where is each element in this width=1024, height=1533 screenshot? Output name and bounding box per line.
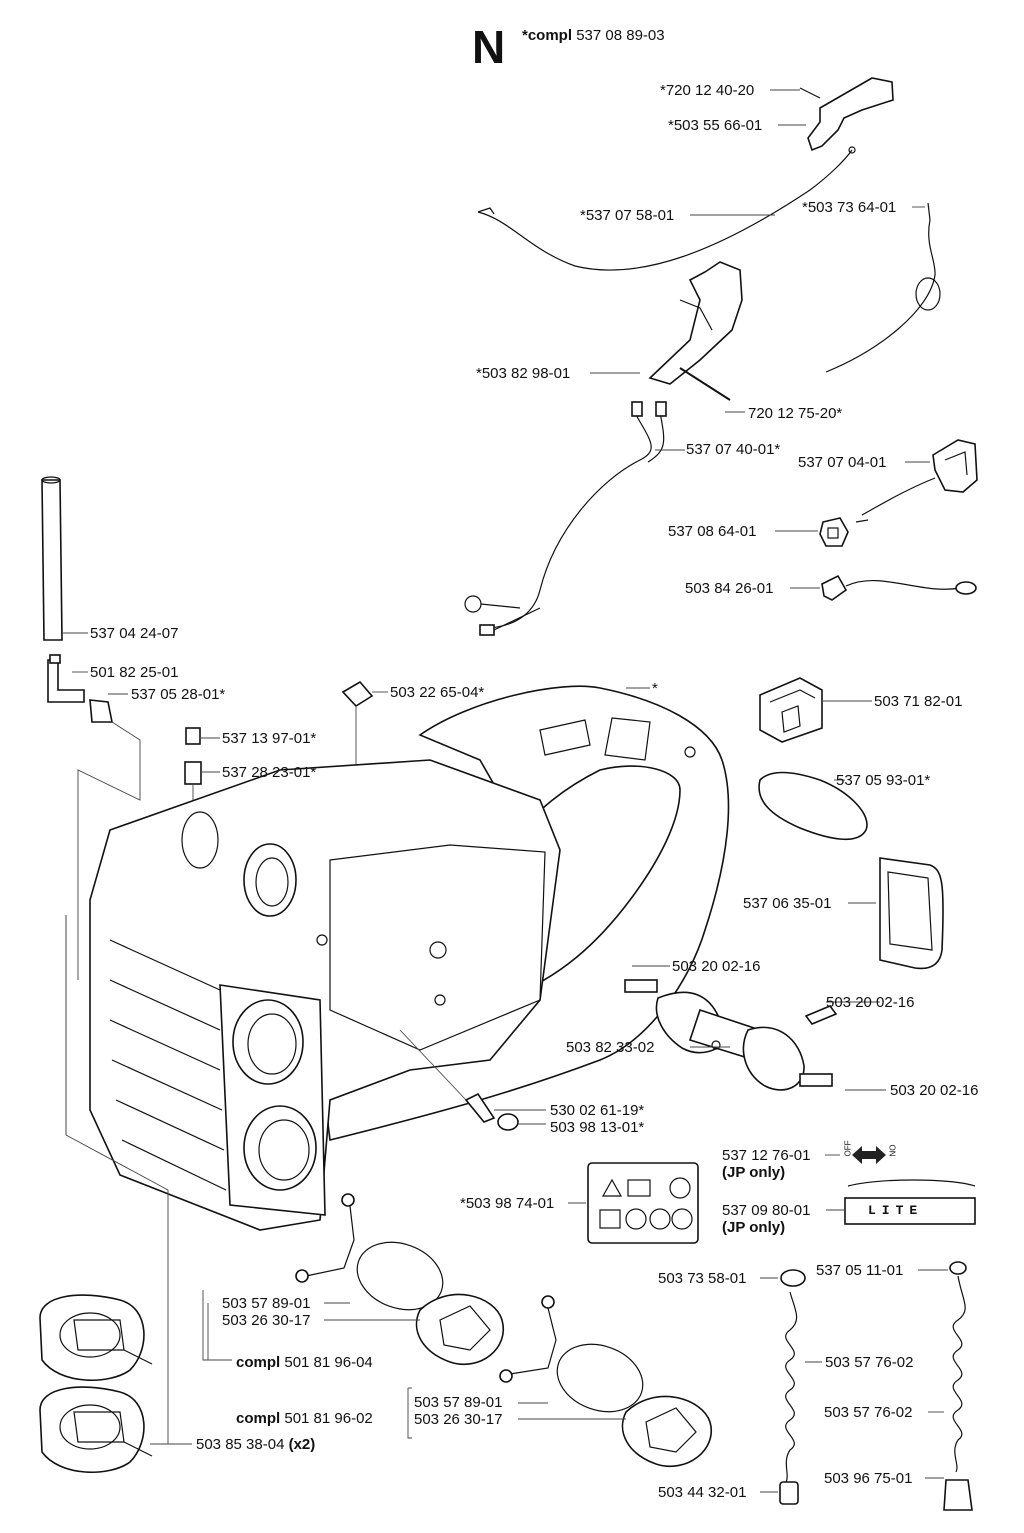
- section-letter: N: [472, 21, 506, 73]
- throttle-cable: [477, 146, 856, 271]
- part-label-503-85-38-04: 503 85 38-04 (x2): [196, 1436, 315, 1453]
- part-label-503-20-02-16-c: 503 20 02-16: [890, 1082, 979, 1099]
- lite-decal: [826, 1179, 976, 1225]
- part-label-503-57-76-02-b: 503 57 76-02: [824, 1404, 913, 1421]
- part-note-jp-only-b: (JP only): [722, 1219, 786, 1236]
- part-note-jp-only-a: (JP only): [722, 1164, 786, 1181]
- part-label-503-44-32-01: 503 44 32-01: [658, 1484, 747, 1501]
- filter-hose-left: [760, 1269, 822, 1505]
- part-label-537-07-40-01: 537 07 40-01*: [686, 441, 781, 458]
- part-label-503-26-30-17-b: 503 26 30-17: [414, 1411, 503, 1428]
- part-label-503-57-89-01-b: 503 57 89-01: [414, 1394, 503, 1411]
- part-label-503-73-58-01: 503 73 58-01: [658, 1270, 747, 1287]
- av-spring-lever-right: [407, 1295, 713, 1468]
- filter-hose-right: [918, 1261, 973, 1511]
- cover-537-05-93: [758, 771, 868, 841]
- av-spring-lever-left: [202, 1193, 505, 1365]
- switch-off-text: OFF: [843, 1140, 853, 1157]
- fuel-hose: [41, 476, 88, 641]
- part-label-503-22-65-04: 503 22 65-04*: [390, 684, 485, 701]
- part-label-503-98-13-01: 503 98 13-01*: [550, 1119, 645, 1136]
- part-label-503-55-66-01: *503 55 66-01: [668, 117, 763, 134]
- part-label-compl-501-81-96-02: compl 501 81 96-02: [236, 1410, 373, 1427]
- part-label-503-98-74-01: *503 98 74-01: [460, 1195, 555, 1212]
- warning-decal: [568, 1162, 699, 1244]
- complete-assembly-number: *compl 537 08 89-03: [522, 27, 665, 44]
- part-label-503-71-82-01: 503 71 82-01: [874, 693, 963, 710]
- tensioner-assembly: [624, 965, 886, 1091]
- leader-lines: [65, 372, 650, 1360]
- part-label-537-07-58-01: *537 07 58-01: [580, 207, 675, 224]
- part-label-537-08-64-01: 537 08 64-01: [668, 523, 757, 540]
- part-label-503-57-76-02-a: 503 57 76-02: [825, 1354, 914, 1371]
- throttle-lever: [770, 77, 894, 152]
- part-label-503-20-02-16-b: 503 20 02-16: [826, 994, 915, 1011]
- part-label-asterisk: *: [652, 680, 658, 697]
- wire-spring: [825, 202, 941, 373]
- off-on-arrow-decal: [825, 1146, 886, 1164]
- part-label-537-04-24-07: 537 04 24-07: [90, 625, 179, 642]
- wiring-harness: [464, 401, 685, 636]
- part-label-537-13-97-01: 537 13 97-01*: [222, 730, 317, 747]
- plug-537-05-28: [77, 693, 141, 980]
- screw-and-cap: [399, 1029, 546, 1131]
- crankcase-body: [89, 685, 730, 1231]
- part-label-501-82-25-01: 501 82 25-01: [90, 664, 179, 681]
- part-label-compl-501-81-96-04: compl 501 81 96-04: [236, 1354, 373, 1371]
- rubber-buffer-upper: [39, 1294, 153, 1382]
- part-label-503-82-33-02: 503 82 33-02: [566, 1039, 655, 1056]
- part-label-503-20-02-16-a: 503 20 02-16: [672, 958, 761, 975]
- part-label-537-05-11-01: 537 05 11-01: [816, 1262, 904, 1279]
- part-label-503-73-64-01: *503 73 64-01: [802, 199, 897, 216]
- ignition-lead: [790, 574, 977, 601]
- part-label-530-02-61-19: 530 02 61-19*: [550, 1102, 645, 1119]
- part-number-503-85-38-04: 503 85 38-04: [196, 1436, 285, 1453]
- compl-number-a: 501 81 96-04: [284, 1354, 373, 1371]
- cover-plate-537-06-35: [848, 857, 944, 970]
- grommet: [775, 517, 849, 547]
- part-label-537-05-28-01: 537 05 28-01*: [131, 686, 226, 703]
- compl-number: 537 08 89-03: [576, 27, 665, 44]
- part-label-537-12-76-01: 537 12 76-01: [722, 1147, 811, 1164]
- part-label-720-12-40-20: *720 12 40-20: [660, 82, 755, 99]
- part-label-537-05-93-01: 537 05 93-01*: [836, 772, 931, 789]
- lite-decal-text: LITE: [868, 1203, 924, 1218]
- throttle-lockout: [590, 261, 745, 413]
- stop-switch: [855, 439, 978, 523]
- quantity-note: (x2): [288, 1436, 316, 1453]
- compl-prefix-a: compl: [236, 1354, 281, 1371]
- elbow-fitting: [47, 654, 88, 703]
- part-label-503-26-30-17-a: 503 26 30-17: [222, 1312, 311, 1329]
- part-label-503-57-89-01-a: 503 57 89-01: [222, 1295, 311, 1312]
- switch-on-text: ON: [887, 1144, 897, 1157]
- part-label-537-07-04-01: 537 07 04-01: [798, 454, 887, 471]
- switch-503-71-82: [759, 677, 872, 743]
- part-label-720-12-75-20: 720 12 75-20*: [748, 405, 843, 422]
- part-label-537-28-23-01: 537 28 23-01*: [222, 764, 317, 781]
- compl-prefix: *compl: [522, 27, 573, 44]
- compl-prefix-b: compl: [236, 1410, 281, 1427]
- part-label-537-06-35-01: 537 06 35-01: [743, 895, 832, 912]
- part-label-503-96-75-01: 503 96 75-01: [824, 1470, 913, 1487]
- compl-number-b: 501 81 96-02: [284, 1410, 373, 1427]
- part-label-503-82-98-01: *503 82 98-01: [476, 365, 571, 382]
- part-label-503-84-26-01: 503 84 26-01: [685, 580, 774, 597]
- part-label-537-09-80-01: 537 09 80-01: [722, 1202, 811, 1219]
